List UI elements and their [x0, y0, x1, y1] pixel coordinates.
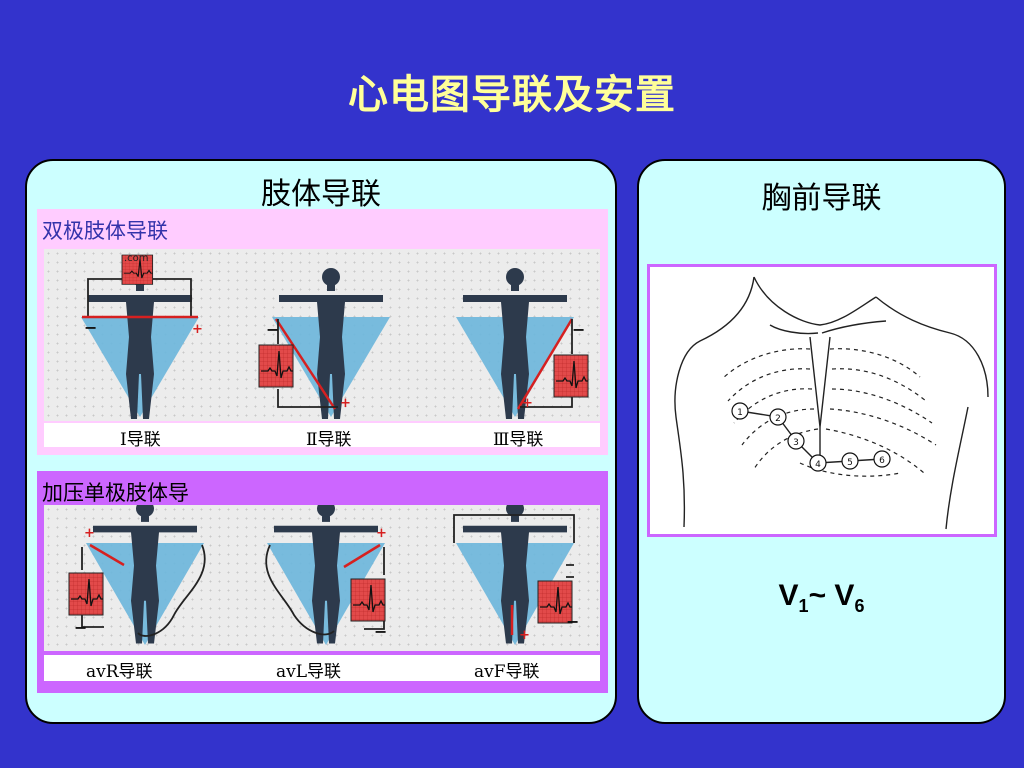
watermark-text: .com: [124, 253, 149, 264]
lead-iii-figure: − +: [456, 268, 589, 419]
chest-leads-panel: 胸前导联: [637, 159, 1006, 724]
lead-avf-figure: + −: [453, 500, 579, 645]
chest-lead-range-label: V1~ V6: [778, 579, 865, 616]
svg-text:4: 4: [815, 460, 821, 470]
svg-text:5: 5: [847, 458, 853, 468]
plus-sign: +: [522, 396, 533, 411]
augmented-limb-leads-section: 加压单极肢体导 + −: [37, 471, 608, 693]
minus-sign: −: [84, 318, 97, 337]
plus-sign: +: [519, 628, 530, 643]
lead-avl-caption: avL导联: [276, 662, 342, 682]
plus-sign: +: [340, 396, 351, 411]
slide-title: 心电图导联及安置: [348, 72, 676, 118]
minus-sign: −: [572, 320, 585, 339]
svg-text:1: 1: [737, 408, 743, 418]
svg-text:2: 2: [775, 414, 781, 424]
chest-electrode-diagram: 1 2 3 4 5: [647, 264, 997, 537]
electrode-v5-marker: 5: [841, 452, 859, 470]
lead-avr-figure: + −: [68, 500, 206, 645]
electrode-v6-marker: 6: [873, 450, 891, 468]
minus-sign: −: [374, 622, 387, 641]
augmented-leads-illustration: + − + −: [44, 500, 600, 651]
plus-sign: +: [84, 526, 95, 541]
lead-avf-caption: avF导联: [474, 662, 540, 682]
lead-i-caption: Ⅰ导联: [120, 430, 161, 450]
lead-ii-caption: Ⅱ导联: [306, 430, 352, 450]
lead-avr-caption: avR导联: [86, 662, 153, 682]
lead-avl-figure: + −: [265, 500, 387, 645]
ecg-strip-icon: [553, 354, 589, 398]
svg-text:6: 6: [879, 456, 885, 466]
limb-leads-title: 肢体导联: [261, 177, 381, 212]
electrode-v3-marker: 3: [787, 432, 805, 450]
lead-iii-caption: Ⅲ导联: [493, 430, 544, 450]
bipolar-limb-leads-title: 双极肢体导联: [42, 219, 168, 243]
electrode-v2-marker: 2: [769, 408, 787, 426]
augmented-limb-leads-title: 加压单极肢体导: [42, 481, 189, 505]
electrode-v1-marker: 1: [731, 402, 749, 420]
chest-leads-title: 胸前导联: [761, 181, 882, 216]
bipolar-caption-bar: Ⅰ导联 Ⅱ导联 Ⅲ导联: [44, 423, 600, 450]
lead-i-figure: .com − +: [81, 253, 203, 419]
minus-sign: −: [566, 612, 579, 631]
plus-sign: +: [192, 322, 203, 337]
minus-sign: −: [266, 320, 279, 339]
limb-leads-panel: 肢体导联 双极肢体导联 .com − +: [25, 159, 617, 724]
lead-ii-figure: − +: [258, 268, 390, 419]
ecg-strip-icon: [350, 578, 386, 622]
augmented-caption-bar: avR导联 avL导联 avF导联: [44, 655, 600, 682]
svg-text:3: 3: [793, 438, 799, 448]
ecg-strip-icon: [68, 572, 104, 616]
plus-sign: +: [376, 526, 387, 541]
bipolar-leads-illustration: .com − + − +: [44, 249, 600, 421]
ecg-strip-icon: [258, 344, 294, 388]
minus-sign: −: [74, 618, 87, 637]
electrode-v4-marker: 4: [809, 454, 827, 472]
bipolar-limb-leads-section: 双极肢体导联 .com − +: [37, 209, 608, 455]
